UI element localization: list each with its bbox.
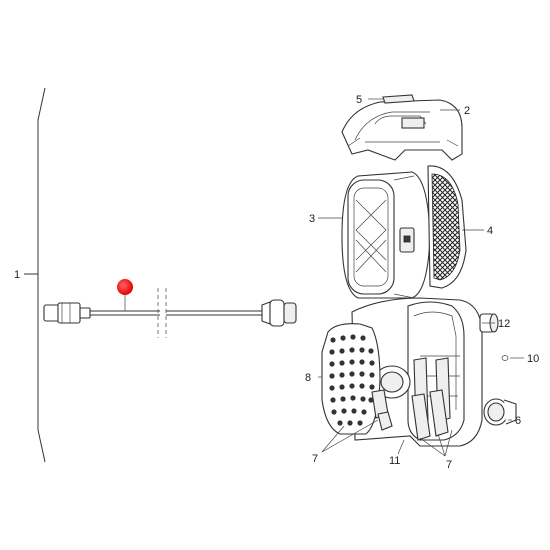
callout-12[interactable]: 12: [498, 318, 510, 330]
part-precleaner[interactable]: [321, 323, 381, 435]
callout-1[interactable]: 1: [14, 269, 20, 281]
part-decal[interactable]: [382, 94, 415, 104]
callout-10[interactable]: 10: [527, 353, 539, 365]
hotspot-marker[interactable]: [117, 279, 133, 311]
wiring-harness[interactable]: [43, 288, 297, 338]
red-dot-hotspot-icon[interactable]: [117, 279, 133, 295]
callout-11[interactable]: 11: [389, 455, 400, 467]
callout-7-right[interactable]: 7: [446, 459, 452, 471]
callout-6[interactable]: 6: [515, 415, 521, 427]
part-o-ring[interactable]: [501, 355, 509, 361]
callout-4[interactable]: 4: [487, 225, 493, 237]
part-top-cover[interactable]: [341, 99, 463, 161]
part-primary-filter[interactable]: [341, 171, 431, 299]
callout-7-left[interactable]: 7: [312, 453, 318, 465]
part-clamps[interactable]: [371, 389, 449, 441]
leader-lines: [318, 98, 524, 457]
part-safety-filter[interactable]: [427, 165, 467, 289]
part-vacuator-valve[interactable]: [483, 398, 517, 426]
callout-3[interactable]: 3: [309, 213, 315, 225]
callout-8[interactable]: 8: [305, 372, 311, 384]
callout-5[interactable]: 5: [356, 94, 362, 106]
bracket-item-1: [24, 87, 46, 463]
callout-2[interactable]: 2: [464, 105, 470, 117]
